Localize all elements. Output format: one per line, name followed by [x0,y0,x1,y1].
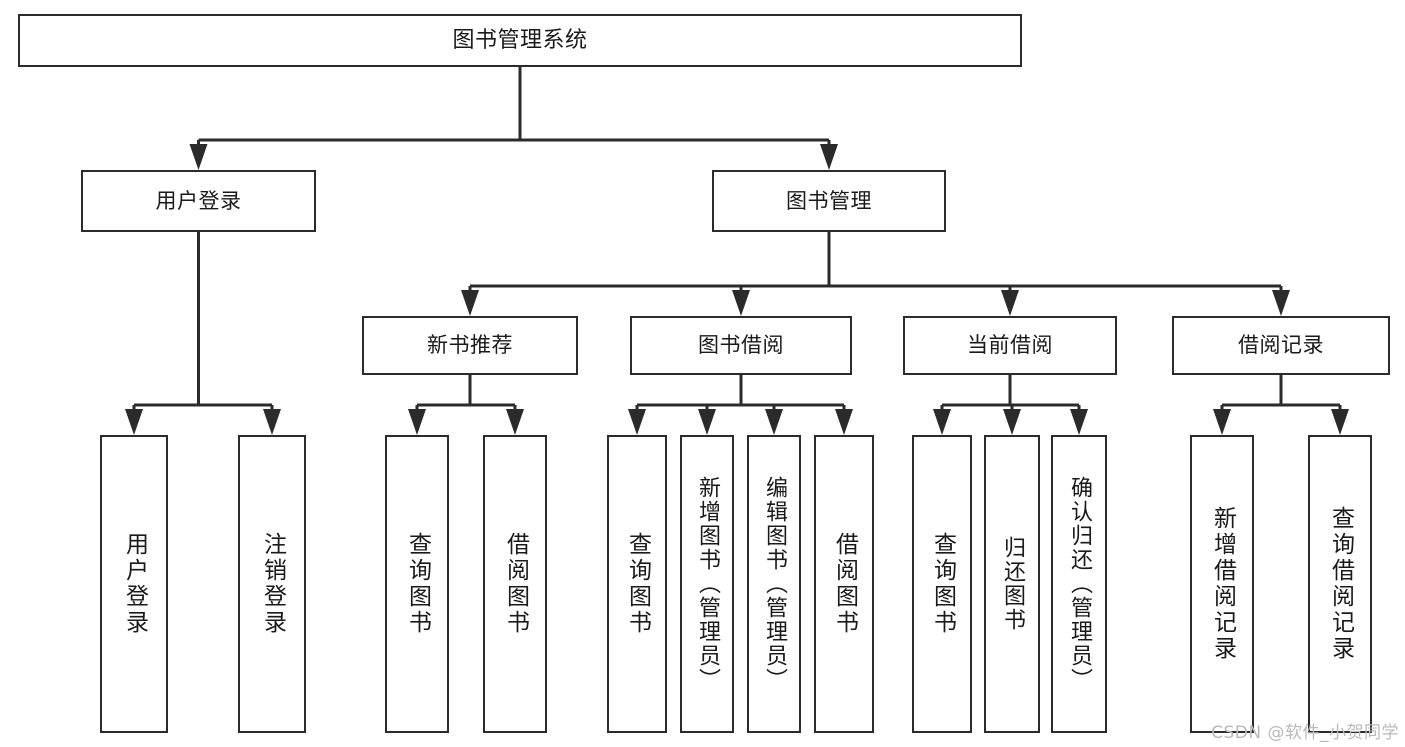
arrowhead-icon [698,409,716,435]
arrowhead-icon [1272,290,1290,316]
node-label: 查询图书 [624,532,651,636]
arrowhead-icon [1213,409,1231,435]
node-label: 新增图书（管理员） [695,476,720,692]
node-l4c4[interactable]: 借阅图书 [814,435,874,733]
node-label: 归还图书 [1000,536,1025,632]
node-l4c2[interactable]: 新增图书（管理员） [680,435,734,733]
node-l4b2[interactable]: 借阅图书 [483,435,547,733]
node-label: 编辑图书（管理员） [762,476,787,692]
node-l4e1[interactable]: 新增借阅记录 [1190,435,1254,733]
node-label: 查询借阅记录 [1327,506,1354,662]
arrowhead-icon [628,409,646,435]
node-label: 借阅图书 [831,532,858,636]
arrowhead-icon [732,290,750,316]
arrowhead-icon [408,409,426,435]
node-l4c3[interactable]: 编辑图书（管理员） [747,435,801,733]
node-label: 图书管理系统 [452,27,588,53]
node-l4d1[interactable]: 查询图书 [912,435,972,733]
node-label: 注销登录 [259,532,286,636]
arrowhead-icon [125,409,143,435]
node-label: 查询图书 [404,532,431,636]
arrowhead-icon [263,409,281,435]
arrowhead-icon [1070,409,1088,435]
node-l2b[interactable]: 图书管理 [712,170,946,232]
node-root[interactable]: 图书管理系统 [18,14,1022,67]
node-label: 图书借阅 [698,333,784,358]
node-l4d3[interactable]: 确认归还（管理员） [1051,435,1107,733]
watermark: CSDN @软件_小贺同学 [1211,723,1399,743]
node-label: 新书推荐 [427,333,513,358]
node-l3c[interactable]: 当前借阅 [903,316,1117,375]
node-label: 用户登录 [155,188,242,213]
node-label: 新增借阅记录 [1209,506,1236,662]
node-label: 查询图书 [929,532,956,636]
node-l3b[interactable]: 图书借阅 [630,316,852,375]
node-label: 图书管理 [786,188,872,213]
node-label: 用户登录 [121,532,148,636]
node-label: 当前借阅 [967,333,1053,358]
arrowhead-icon [1331,409,1349,435]
arrowhead-icon [765,409,783,435]
arrowhead-icon [933,409,951,435]
node-l4e2[interactable]: 查询借阅记录 [1308,435,1372,733]
arrowhead-icon [1001,290,1019,316]
node-label: 借阅记录 [1238,333,1324,358]
node-label: 确认归还（管理员） [1067,476,1092,692]
node-l2a[interactable]: 用户登录 [81,170,316,232]
node-l4a2[interactable]: 注销登录 [238,435,306,733]
arrowhead-icon [1003,409,1021,435]
node-l3d[interactable]: 借阅记录 [1172,316,1390,375]
node-l4b1[interactable]: 查询图书 [385,435,449,733]
arrowhead-icon [461,290,479,316]
node-l4d2[interactable]: 归还图书 [984,435,1040,733]
arrowhead-icon [189,144,208,170]
node-label: 借阅图书 [502,532,529,636]
arrowhead-icon [820,144,838,170]
arrowhead-icon [835,409,853,435]
node-l4a1[interactable]: 用户登录 [100,435,168,733]
node-l4c1[interactable]: 查询图书 [607,435,667,733]
arrowhead-icon [506,409,524,435]
node-l3a[interactable]: 新书推荐 [362,316,578,375]
